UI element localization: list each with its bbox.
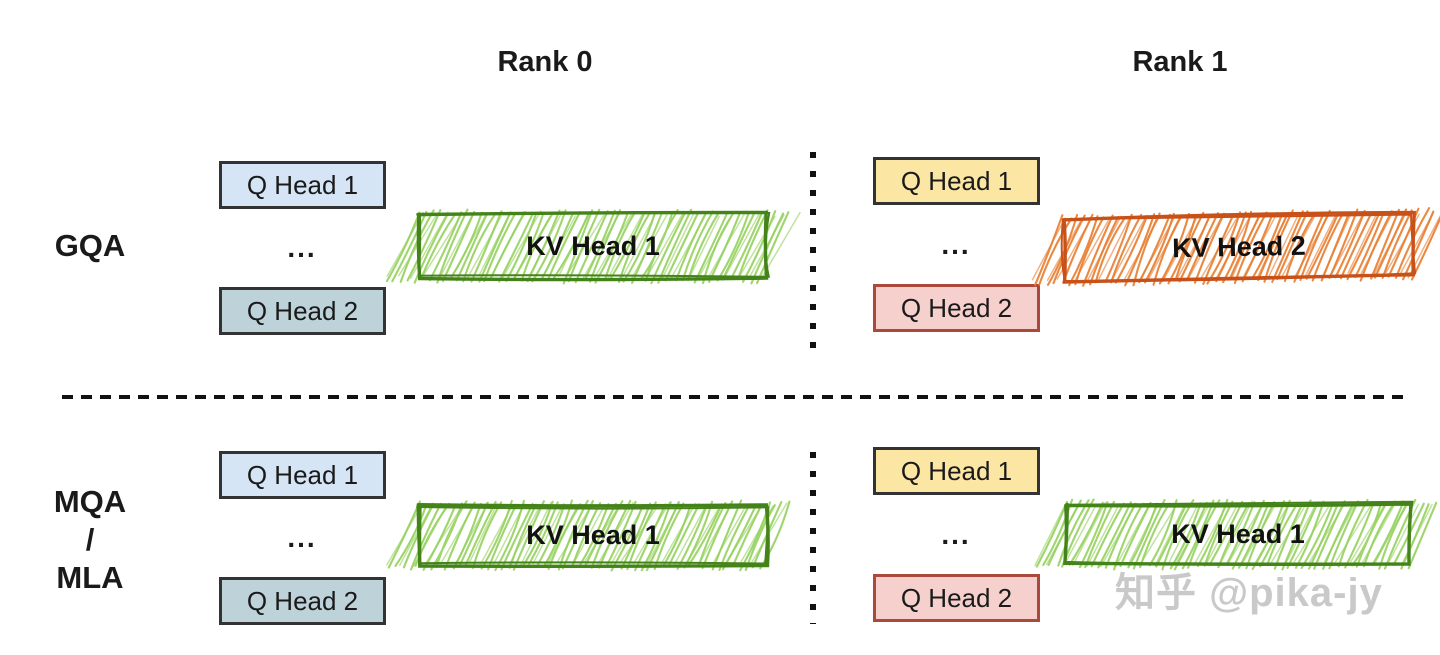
mqa-rank1-ellipsis: ... xyxy=(941,519,971,550)
gqa-rank0-kv-head-1-box: KV Head 1 xyxy=(385,208,801,285)
gqa-rank0-q-head-1-box: Q Head 1 xyxy=(219,161,386,209)
rank-0-title: Rank 0 xyxy=(497,46,593,78)
row-label-mqa-mla: MQA / MLA xyxy=(25,483,155,597)
gqa-rank0-ellipsis: ... xyxy=(287,232,317,263)
row-label-mqa-line: MQA xyxy=(53,484,127,519)
row-label-slash-line: / xyxy=(85,522,95,557)
mqa-rank0-q-head-1-box: Q Head 1 xyxy=(219,451,386,499)
q-head-label: Q Head 2 xyxy=(900,292,1013,323)
row-label-gqa: GQA xyxy=(25,227,155,265)
gqa-rank1-q-head-1-box: Q Head 1 xyxy=(873,157,1040,205)
rank-divider-bottom xyxy=(810,452,816,624)
mqa-rank1-q-head-1-box: Q Head 1 xyxy=(873,447,1040,495)
mqa-rank1-kv-head-1-box: KV Head 1 xyxy=(1034,498,1438,571)
mqa-rank0-ellipsis: ... xyxy=(287,522,317,553)
gqa-rank1-q-head-2-box: Q Head 2 xyxy=(873,284,1040,332)
kv-head-label: KV Head 1 xyxy=(526,230,660,261)
rank-1-title: Rank 1 xyxy=(1132,46,1228,78)
q-head-label: Q Head 1 xyxy=(246,459,359,490)
row-label-gqa-line: GQA xyxy=(54,228,126,263)
gqa-rank0-q-head-2-box: Q Head 2 xyxy=(219,287,386,335)
mqa-rank1-q-head-2-box: Q Head 2 xyxy=(873,574,1040,622)
kv-head-label: KV Head 1 xyxy=(526,519,660,550)
q-head-label: Q Head 2 xyxy=(246,295,359,326)
q-head-label: Q Head 1 xyxy=(246,169,359,200)
kv-head-label: KV Head 2 xyxy=(1171,230,1307,263)
kv-head-label: KV Head 1 xyxy=(1171,518,1305,549)
row-label-mla-line: MLA xyxy=(56,560,124,595)
mqa-rank0-kv-head-1-box: KV Head 1 xyxy=(386,499,791,572)
mqa-rank0-q-head-2-box: Q Head 2 xyxy=(219,577,386,625)
q-head-label: Q Head 2 xyxy=(900,582,1013,613)
row-divider xyxy=(62,395,1410,399)
q-head-label: Q Head 2 xyxy=(246,585,359,616)
q-head-label: Q Head 1 xyxy=(900,165,1013,196)
gqa-rank1-ellipsis: ... xyxy=(941,229,971,260)
watermark: 知乎 @pika-jy xyxy=(1115,571,1383,615)
rank-divider-top xyxy=(810,152,816,351)
gqa-rank1-kv-head-2-box: KV Head 2 xyxy=(1031,207,1440,287)
q-head-label: Q Head 1 xyxy=(900,455,1013,486)
